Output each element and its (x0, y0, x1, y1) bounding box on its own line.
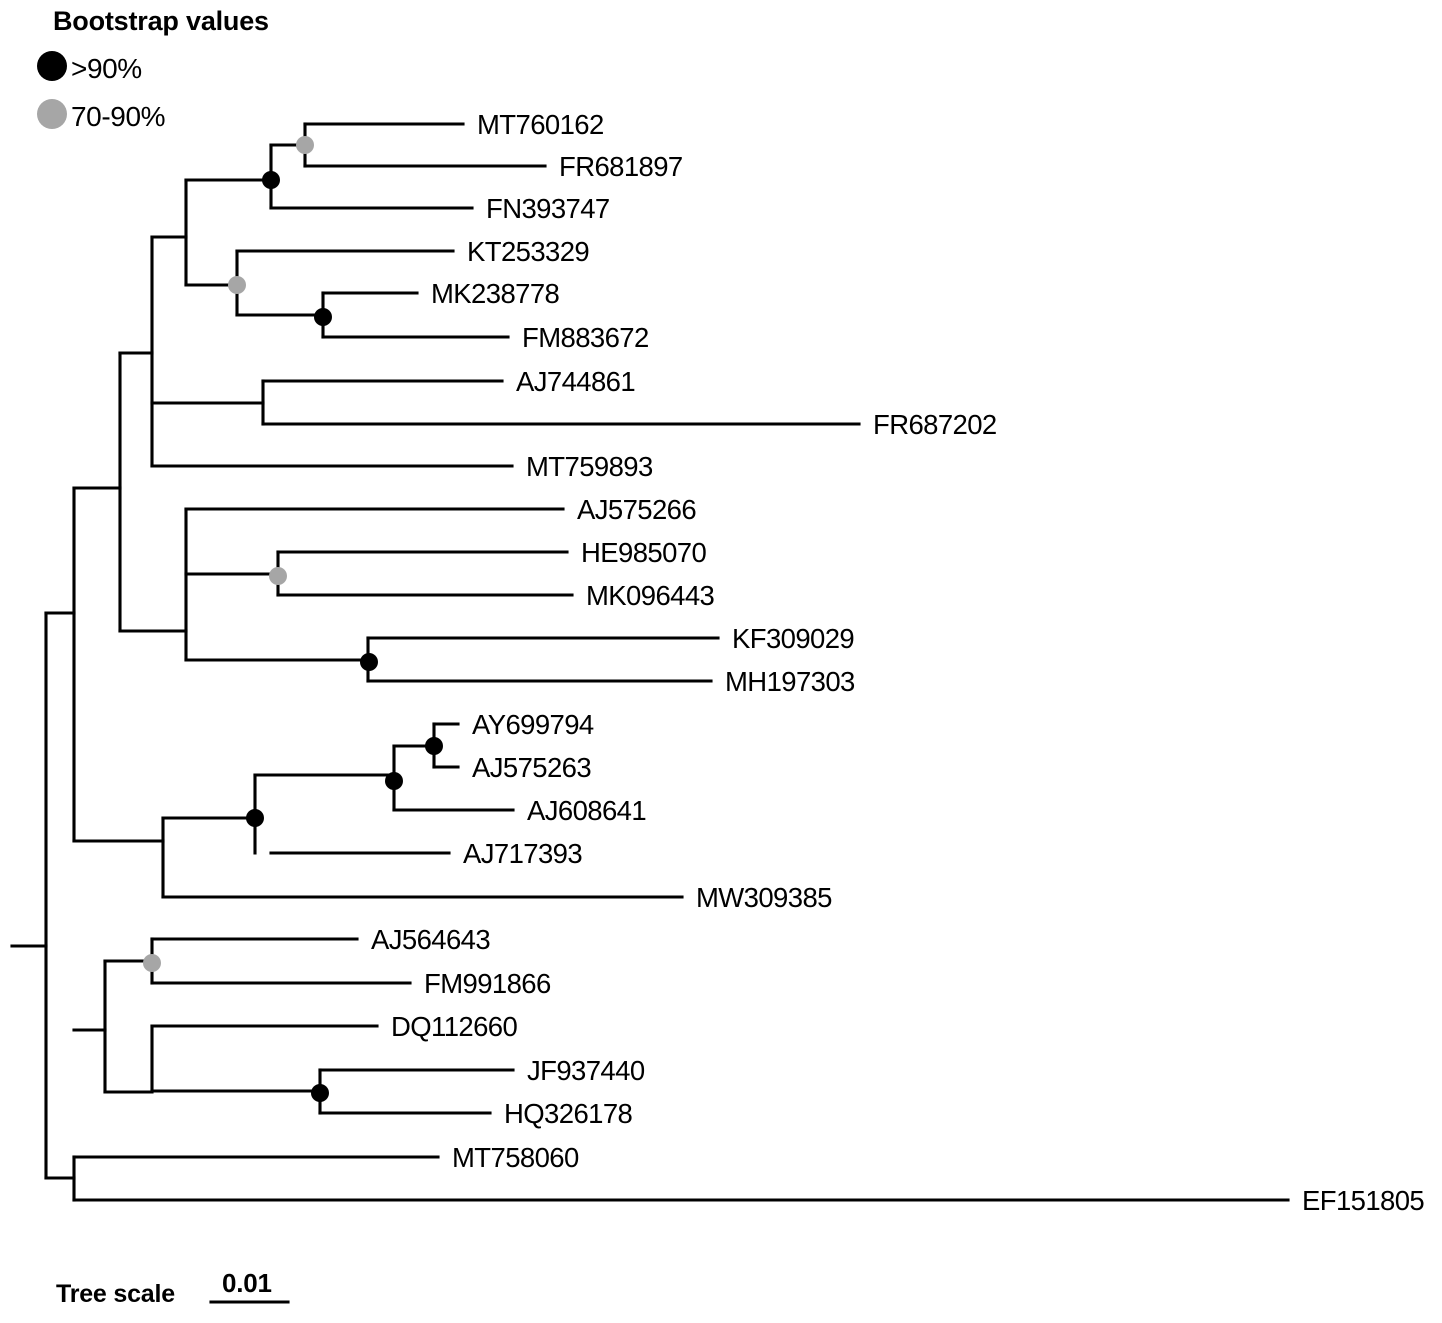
tip-label: AJ575266 (577, 494, 696, 525)
tip-label: FN393747 (486, 193, 610, 224)
legend-label-mid-support: 70-90% (71, 101, 165, 132)
tip-label: AJ608641 (527, 795, 646, 826)
tip-label: FR681897 (559, 151, 683, 182)
tip-label: FM991866 (424, 968, 551, 999)
tree-tip-branches (72, 122, 1290, 1202)
legend-label-high-support: >90% (71, 53, 142, 84)
tip-label: DQ112660 (391, 1011, 517, 1042)
bootstrap-node-high (360, 653, 378, 671)
tip-label: MK238778 (431, 278, 560, 309)
tip-label: AJ575263 (472, 752, 591, 783)
tip-label: KT253329 (467, 236, 589, 267)
bootstrap-node-mid (143, 954, 161, 972)
scale-value: 0.01 (222, 1268, 272, 1298)
tree-branches (10, 122, 436, 1202)
tip-label: MH197303 (725, 666, 855, 697)
bootstrap-node-high (262, 171, 280, 189)
bootstrap-node-high (385, 772, 403, 790)
tip-label: MT758060 (452, 1142, 579, 1173)
tip-label: AJ717393 (463, 838, 582, 869)
tip-label: HE985070 (581, 537, 706, 568)
bootstrap-node-high (311, 1084, 329, 1102)
legend-title: Bootstrap values (53, 6, 269, 36)
tip-label: AY699794 (472, 709, 594, 740)
bootstrap-node-mid (296, 136, 314, 154)
tip-labels: MT760162FR681897FN393747KT253329MK238778… (371, 109, 1425, 1216)
bootstrap-node-high (314, 308, 332, 326)
tip-label: MT759893 (526, 451, 653, 482)
tree-scale-bar: Tree scale 0.01 (56, 1268, 290, 1308)
bootstrap-node-mid (228, 276, 246, 294)
tip-label: MW309385 (696, 882, 832, 913)
legend-swatch-mid-support (37, 99, 67, 129)
bootstrap-node-high (425, 737, 443, 755)
bootstrap-legend: Bootstrap values >90% 70-90% (37, 6, 269, 132)
tip-label: FM883672 (522, 322, 649, 353)
tip-label: AJ744861 (516, 366, 635, 397)
bootstrap-node-high (246, 809, 264, 827)
bootstrap-node-markers (143, 136, 443, 1102)
tip-label: KF309029 (732, 623, 854, 654)
scale-caption: Tree scale (56, 1280, 175, 1308)
tip-label: HQ326178 (504, 1098, 633, 1129)
bootstrap-node-mid (269, 567, 287, 585)
legend-swatch-high-support (37, 51, 67, 81)
tip-label: FR687202 (873, 409, 997, 440)
tip-label: EF151805 (1302, 1185, 1424, 1216)
tip-label: MK096443 (586, 580, 715, 611)
tip-label: MT760162 (477, 109, 604, 140)
tip-label: JF937440 (527, 1055, 645, 1086)
tip-label: AJ564643 (371, 924, 490, 955)
